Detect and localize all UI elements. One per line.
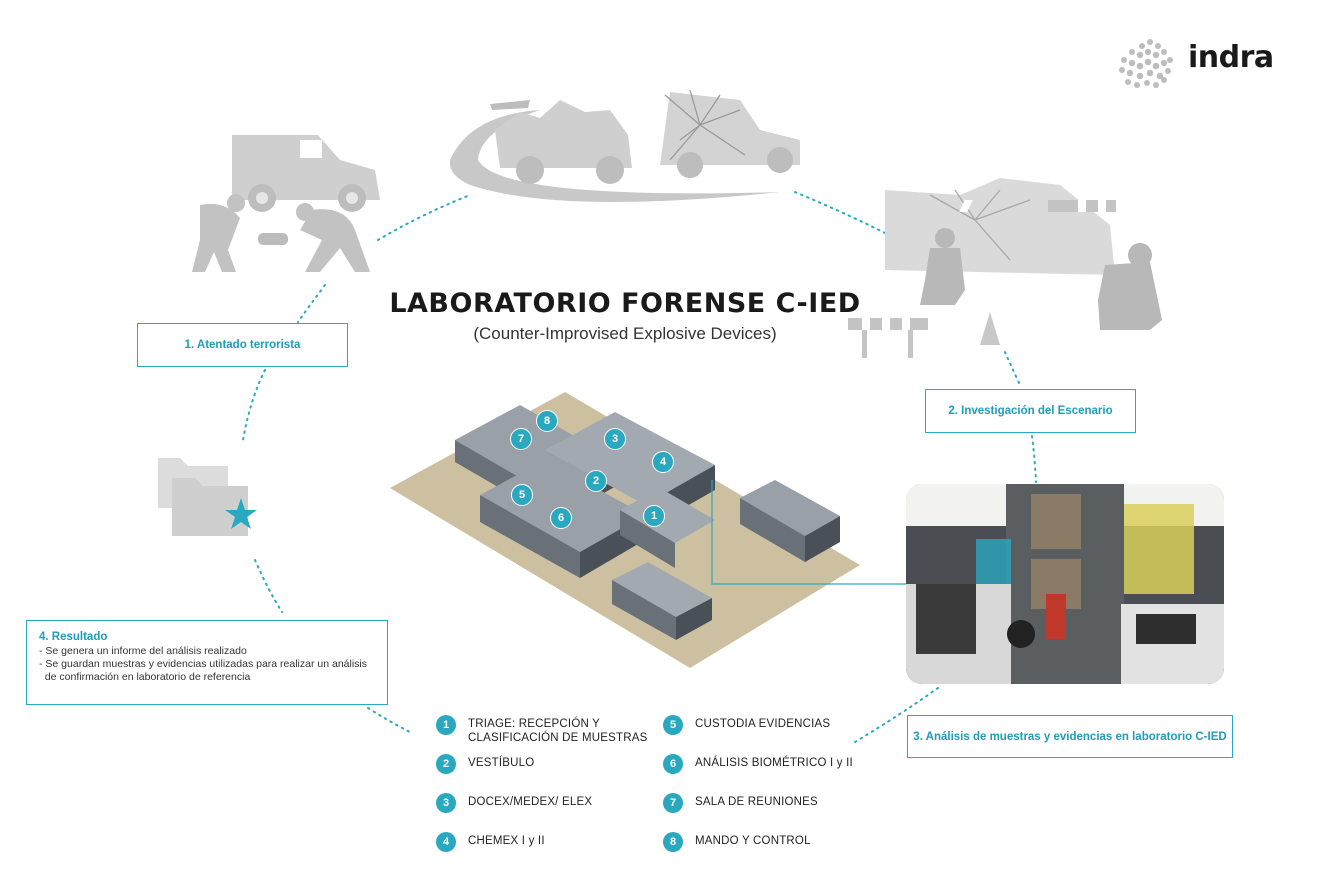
legend-item: 7 SALA DE REUNIONES: [663, 793, 818, 813]
legend-label: CHEMEX I y II: [468, 835, 545, 847]
lab-badge: 3: [604, 428, 626, 450]
legend-item: 3 DOCEX/MEDEX/ ELEX: [436, 793, 592, 813]
lab-badge: 6: [550, 507, 572, 529]
lab-badge: 5: [511, 484, 533, 506]
legend-item: 4 CHEMEX I y II: [436, 832, 545, 852]
step2-box: 2. Investigación del Escenario: [925, 389, 1136, 433]
legend-item: 8 MANDO Y CONTROL: [663, 832, 811, 852]
legend-item: 1 TRIAGE: RECEPCIÓN Y CLASIFICACIÓN DE M…: [436, 715, 647, 745]
truck-bomb-icon: [232, 135, 380, 212]
legend-label: DOCEX/MEDEX/ ELEX: [468, 796, 593, 808]
explosion-vehicle-icon: [660, 89, 800, 178]
lab-badge: 8: [536, 410, 558, 432]
lab-badge: 2: [585, 470, 607, 492]
legend-num: 2: [436, 754, 456, 774]
folder-star-icon: [158, 458, 257, 536]
legend-item: 2 VESTÍBULO: [436, 754, 534, 774]
legend-label: VESTÍBULO: [468, 757, 535, 769]
lab-badge: 4: [652, 451, 674, 473]
step4-line: de confirmación en laboratorio de refere…: [39, 671, 251, 683]
legend-item: 6 ANÁLISIS BIOMÉTRICO I y II: [663, 754, 853, 774]
barrier-icon: [848, 200, 1116, 358]
legend-label: SALA DE REUNIONES: [695, 796, 818, 808]
lab-badge: 1: [643, 505, 665, 527]
legend-label: ANÁLISIS BIOMÉTRICO I y II: [695, 757, 853, 769]
step4-result-box: 4. Resultado - Se genera un informe del …: [26, 620, 388, 705]
step3-box: 3. Análisis de muestras y evidencias en …: [907, 715, 1233, 758]
explosion-scene-icon: [848, 178, 1162, 358]
page-subtitle: (Counter-Improvised Explosive Devices): [473, 324, 777, 343]
legend-num: 1: [436, 715, 456, 735]
legend-num: 7: [663, 793, 683, 813]
legend-num: 8: [663, 832, 683, 852]
legend-label: CUSTODIA EVIDENCIAS: [695, 718, 831, 730]
legend-num: 4: [436, 832, 456, 852]
legend-item: 5 CUSTODIA EVIDENCIAS: [663, 715, 830, 735]
indra-logo-icon: [1119, 39, 1173, 88]
step1-box: 1. Atentado terrorista: [137, 323, 348, 367]
legend-num: 5: [663, 715, 683, 735]
lab-layout-diagram: [390, 392, 908, 668]
page-title: LABORATORIO FORENSE C-IED: [389, 288, 861, 319]
step1-label: 1. Atentado terrorista: [184, 339, 301, 351]
military-vehicle-icon: [449, 100, 780, 202]
brand-logo-text: indra: [1188, 40, 1274, 75]
lab-photo: [906, 484, 1224, 684]
legend-label: MANDO Y CONTROL: [695, 835, 811, 847]
step4-line: - Se genera un informe del análisis real…: [39, 645, 247, 657]
cone-icon: [980, 312, 1000, 345]
step3-label: 3. Análisis de muestras y evidencias en …: [913, 730, 1227, 743]
people-crouching-icon: [192, 194, 370, 272]
lab-badge: 7: [510, 428, 532, 450]
step2-label: 2. Investigación del Escenario: [948, 405, 1113, 417]
legend-num: 6: [663, 754, 683, 774]
step4-line: - Se guardan muestras y evidencias utili…: [39, 658, 368, 670]
step4-title: 4. Resultado: [39, 631, 108, 643]
legend-label: TRIAGE: RECEPCIÓN Y CLASIFICACIÓN DE MUE…: [468, 718, 648, 744]
legend-num: 3: [436, 793, 456, 813]
